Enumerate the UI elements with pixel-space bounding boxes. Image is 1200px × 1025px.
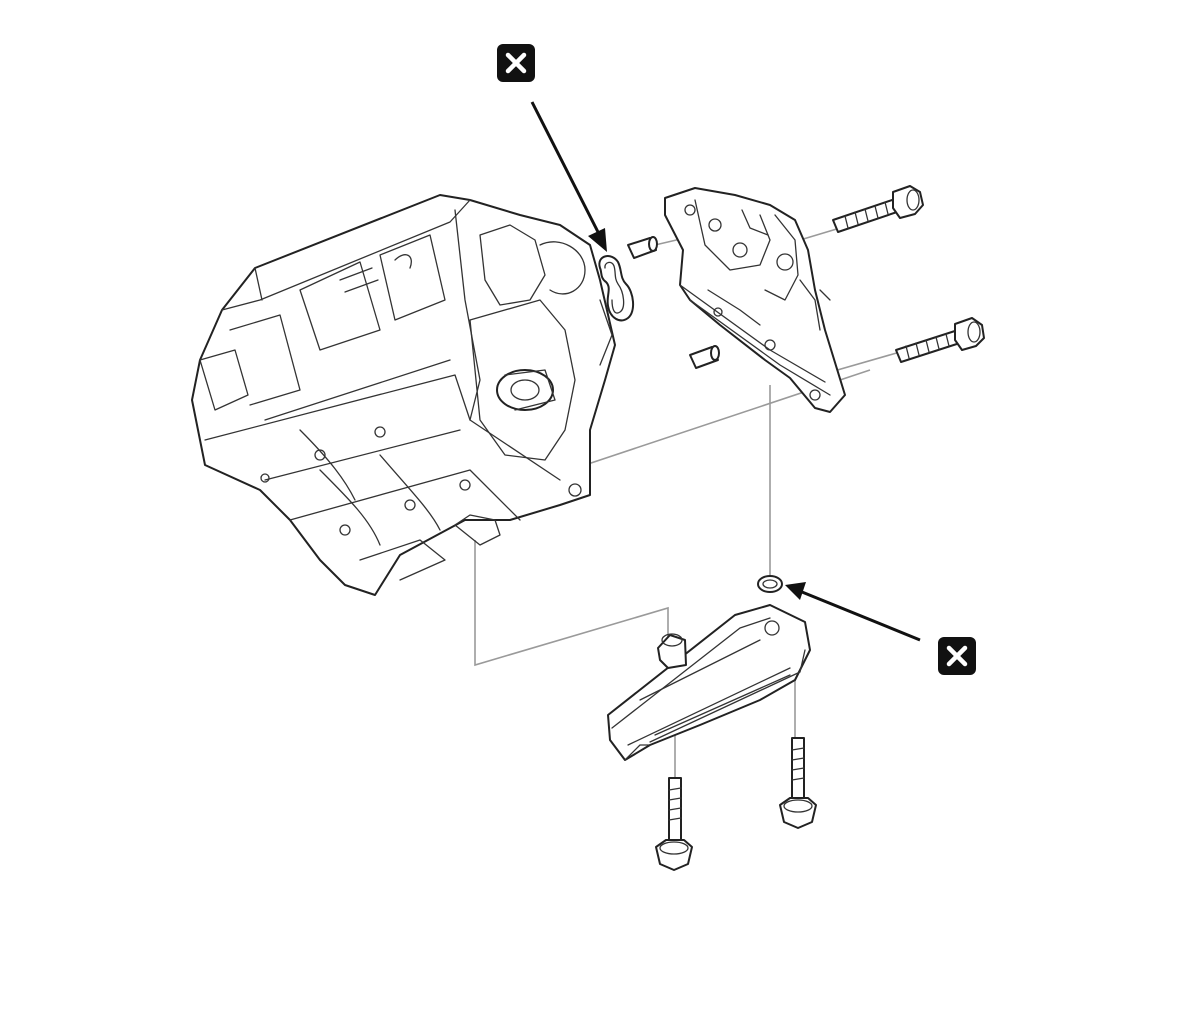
replace-part-icon [938,637,976,675]
dowel-pin-lower [689,345,720,369]
flange-bolt-strainer-right [779,737,817,829]
callout-arrow-lower [785,582,921,642]
dowel-pin-upper [627,236,658,259]
flange-bolt-upper [832,185,924,233]
o-ring-lower [757,575,783,593]
oil-strainer [607,604,811,761]
flange-bolt-strainer-left [655,777,693,871]
o-ring-upper [598,255,634,322]
oil-pump-housing [664,187,846,413]
replace-part-icon [497,44,535,82]
engine-block [191,194,616,596]
callout-arrow-upper [530,101,607,252]
flange-bolt-middle [895,317,985,363]
